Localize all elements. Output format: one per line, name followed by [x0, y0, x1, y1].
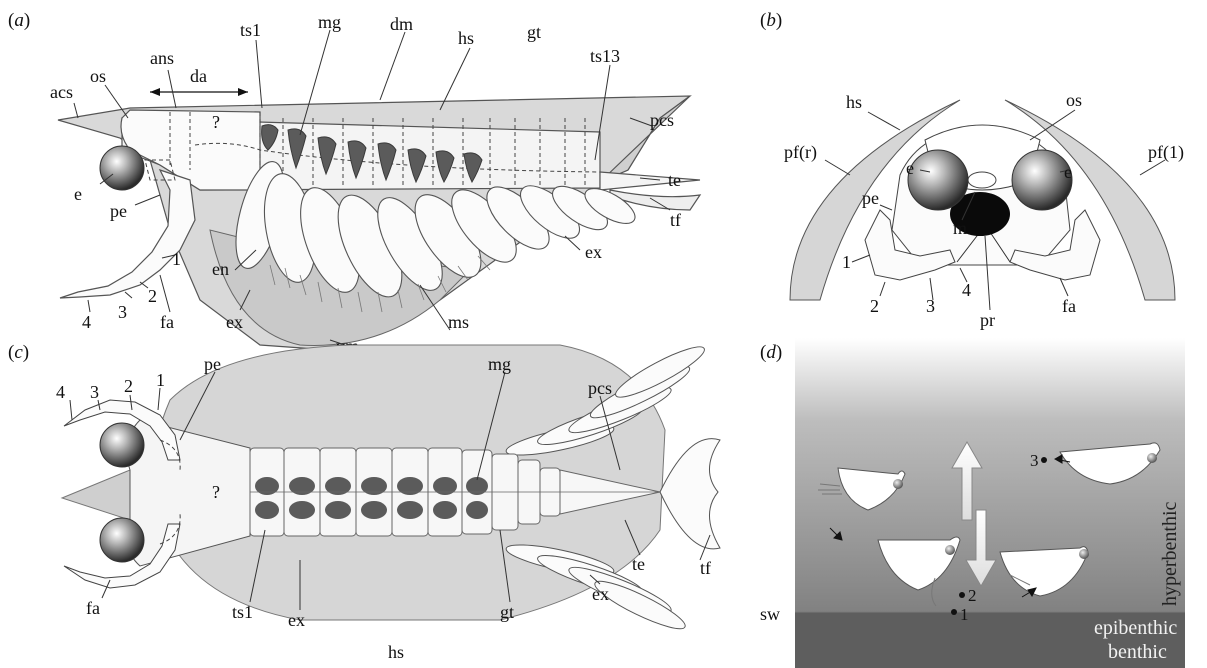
- mouth: [968, 172, 996, 188]
- panel-d-tag: (d): [760, 342, 782, 363]
- panel-c-tag: (c): [8, 342, 29, 363]
- c-label-fa: fa: [86, 598, 100, 618]
- position-dot-2: [959, 592, 965, 598]
- b-label-e-right: e: [1064, 162, 1072, 182]
- b-label-pr: pr: [980, 310, 995, 330]
- label-ex-right: ex: [585, 242, 602, 262]
- label-da: da: [190, 66, 207, 86]
- label-hs: hs: [458, 28, 474, 48]
- c-label-hs: hs: [388, 642, 404, 662]
- d-label-sw: sw: [760, 604, 780, 624]
- d-label-3: 3: [1030, 451, 1039, 470]
- b-label-pfl: pf(1): [1148, 142, 1184, 163]
- label-e: e: [74, 184, 82, 204]
- c-label-unknown: ?: [212, 482, 220, 502]
- c-label-te: te: [632, 554, 645, 574]
- label-ms: ms: [448, 312, 469, 332]
- label-te: te: [668, 170, 681, 190]
- panel-a: (a): [8, 10, 700, 356]
- zone-epibenthic: epibenthic: [1094, 617, 1177, 639]
- b-label-1: 1: [842, 252, 851, 272]
- c-label-2: 2: [124, 376, 133, 396]
- panel-b: (b): [760, 10, 1184, 330]
- zone-hyperbenthic: hyperbenthic: [1159, 501, 1181, 606]
- label-ts1: ts1: [240, 20, 261, 40]
- c-label-pe: pe: [204, 354, 221, 374]
- panel-a-tag: (a): [8, 10, 30, 31]
- b-label-4: 4: [962, 280, 971, 300]
- zone-benthic: benthic: [1108, 641, 1167, 663]
- eye-right: [1012, 150, 1072, 210]
- eye: [100, 146, 144, 190]
- b-label-hs: hs: [846, 92, 862, 112]
- label-2: 2: [148, 286, 157, 306]
- label-ex-left: ex: [226, 312, 243, 332]
- b-label-2: 2: [870, 296, 879, 316]
- b-label-fa: fa: [1062, 296, 1076, 316]
- eye-left: [908, 150, 968, 210]
- d-label-1: 1: [960, 605, 969, 624]
- b-label-os: os: [1066, 90, 1082, 110]
- position-dot-1: [951, 609, 957, 615]
- c-label-3: 3: [90, 382, 99, 402]
- c-label-4: 4: [56, 382, 65, 402]
- label-tf: tf: [670, 210, 681, 230]
- panel-c: (c): [8, 340, 720, 662]
- label-ts13: ts13: [590, 46, 620, 66]
- c-label-ex-mid: ex: [288, 610, 305, 630]
- c-eye-top: [100, 423, 144, 467]
- label-pcs: pcs: [650, 110, 674, 130]
- position-dot-3: [1041, 457, 1047, 463]
- c-label-ts1: ts1: [232, 602, 253, 622]
- c-label-pcs: pcs: [588, 378, 612, 398]
- label-dm: dm: [390, 14, 413, 34]
- label-gt: gt: [527, 22, 541, 42]
- label-fa: fa: [160, 312, 174, 332]
- d-label-2: 2: [968, 586, 977, 605]
- label-en: en: [212, 259, 229, 279]
- label-os: os: [90, 66, 106, 86]
- panel-d: (d): [760, 338, 1185, 668]
- label-pe: pe: [110, 201, 127, 221]
- c-label-1: 1: [156, 370, 165, 390]
- b-label-m: m: [953, 218, 967, 238]
- b-label-pe: pe: [862, 188, 879, 208]
- label-ans: ans: [150, 48, 174, 68]
- label-3: 3: [118, 302, 127, 322]
- telson: [600, 172, 700, 190]
- c-anterior-spine: [62, 470, 130, 520]
- c-tail-fan: [660, 439, 720, 549]
- c-label-ex-right: ex: [592, 584, 609, 604]
- da-arrow: [150, 88, 248, 96]
- c-label-gt: gt: [500, 602, 514, 622]
- b-label-e-left: e: [906, 158, 914, 178]
- label-1: 1: [172, 249, 181, 269]
- panel-b-tag: (b): [760, 10, 782, 31]
- label-unknown: ?: [212, 112, 220, 132]
- label-4: 4: [82, 312, 91, 332]
- c-eye-bottom: [100, 518, 144, 562]
- c-label-mg: mg: [488, 354, 511, 374]
- b-label-pfr: pf(r): [784, 142, 817, 163]
- b-label-3: 3: [926, 296, 935, 316]
- label-acs: acs: [50, 82, 73, 102]
- label-mg: mg: [318, 12, 341, 32]
- c-label-tf: tf: [700, 558, 711, 578]
